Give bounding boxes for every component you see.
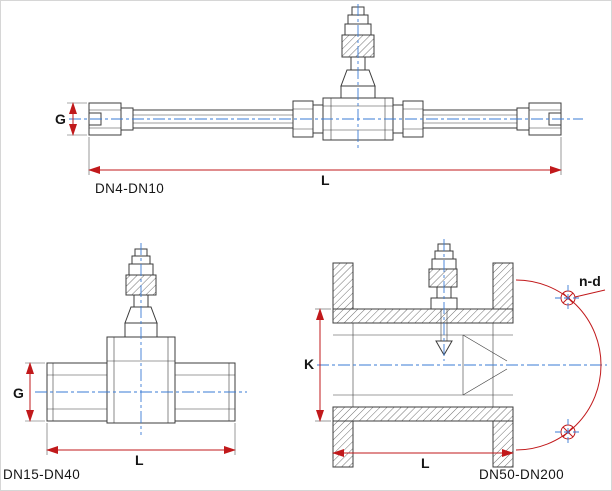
centerlines-top [69, 4, 583, 151]
dim-label-k: K [304, 356, 314, 372]
dim-label-l-top: L [321, 172, 330, 188]
bolt-circle-view: n-d [515, 273, 606, 451]
dimension-g-bottom-left: G [13, 362, 45, 422]
dim-label-g-top: G [55, 111, 66, 127]
sensor-probe-bottom-right [428, 243, 458, 357]
caption-dn4-dn10: DN4-DN10 [95, 181, 164, 196]
dimension-g-top: G [55, 102, 87, 136]
meter-body-bottom-right [332, 262, 514, 468]
dimension-k-bottom-right: K [304, 308, 331, 422]
dimension-l-top: L [88, 137, 562, 188]
dim-label-g-bottom-left: G [13, 385, 24, 401]
figure-dn4-dn10: G L DN4-DN10 [55, 4, 583, 196]
centerlines-bottom-left [35, 243, 247, 435]
dim-label-l-bottom-left: L [135, 452, 144, 468]
dimension-l-bottom-left: L [46, 423, 236, 468]
dimension-l-bottom-right: L [332, 449, 514, 471]
figure-dn50-dn200: n-d K L DN50-DN200 [304, 239, 607, 482]
caption-dn50-dn200: DN50-DN200 [479, 467, 564, 482]
caption-dn15-dn40: DN15-DN40 [3, 467, 80, 482]
centerlines-bottom-right [317, 239, 607, 366]
figure-dn15-dn40: G L DN15-DN40 [3, 243, 247, 482]
bolt-pattern-label: n-d [579, 273, 601, 289]
dim-label-l-bottom-right: L [421, 455, 430, 471]
